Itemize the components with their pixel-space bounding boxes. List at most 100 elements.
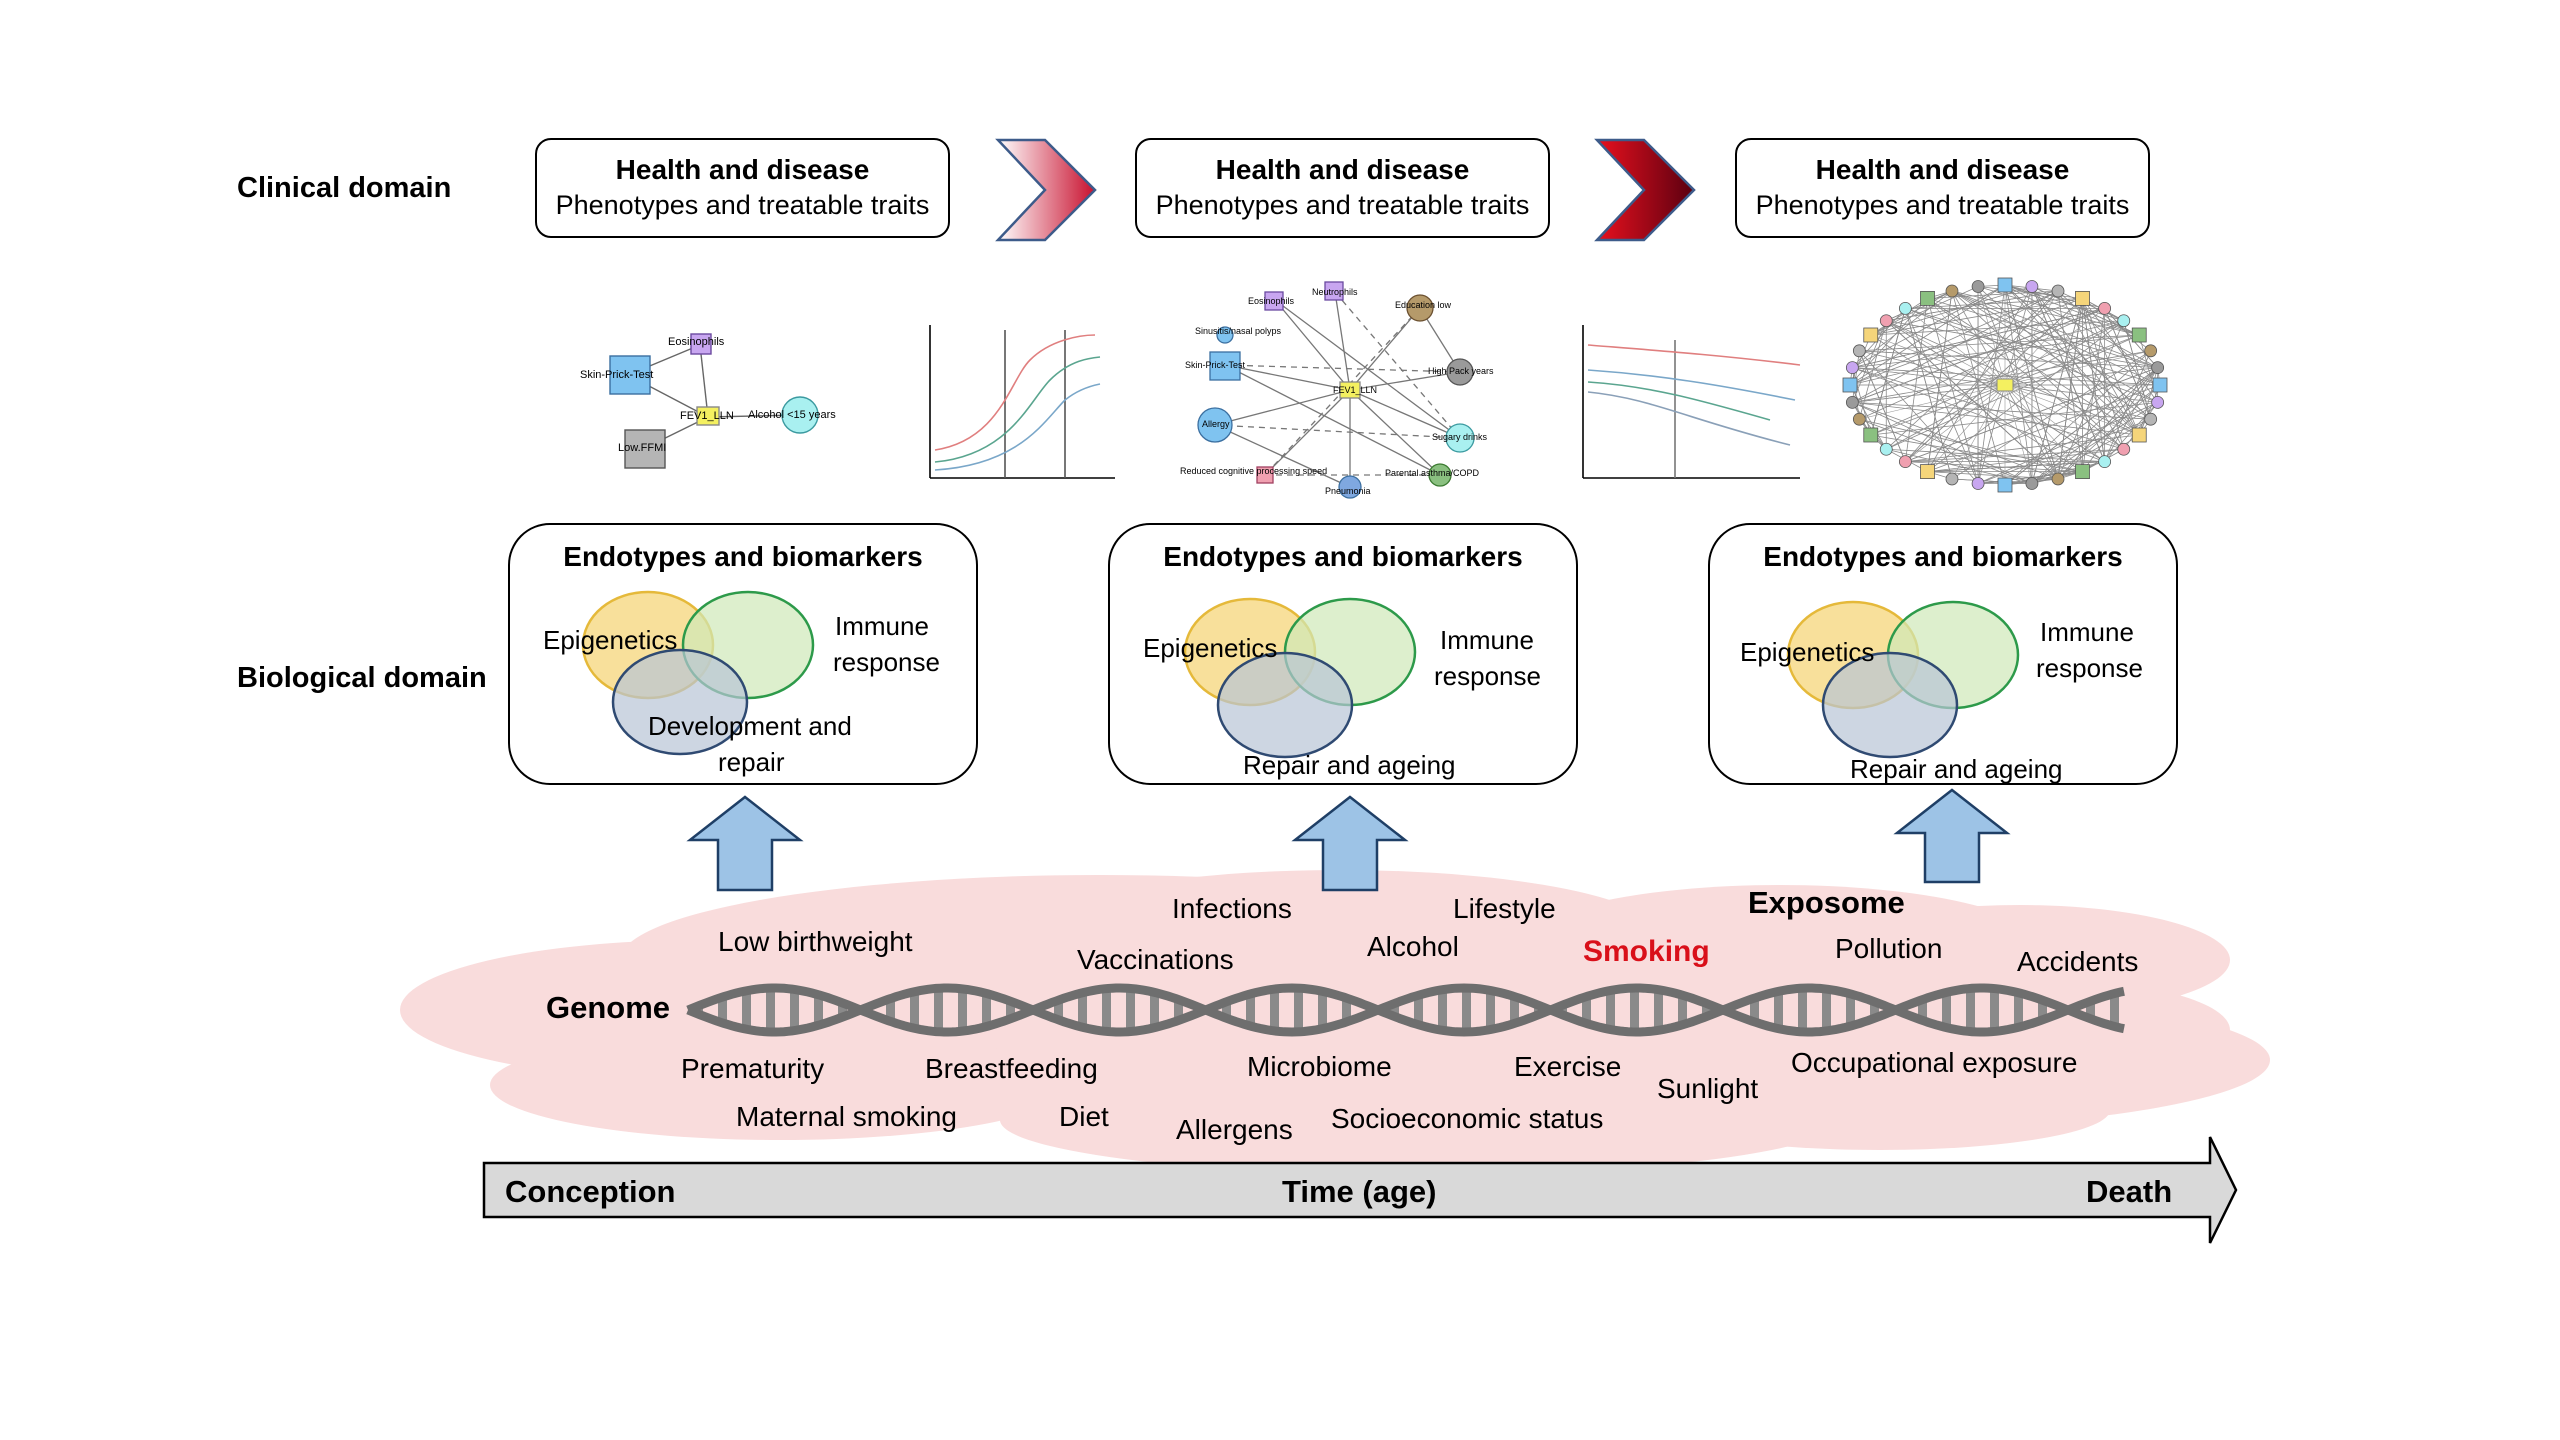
endotype-box-title: Endotypes and biomarkers (563, 541, 923, 572)
network-edge (2004, 367, 2158, 386)
network-node-label: High Pack years (1428, 366, 1494, 376)
exposure-label: Accidents (2017, 946, 2139, 977)
network-edge (2082, 298, 2140, 436)
network-node (2025, 280, 2039, 293)
network-edge (1851, 320, 1887, 403)
venn-label-immune: response (2036, 653, 2143, 683)
dna-rung (1942, 992, 1951, 1028)
network-node-label: Skin-Prick-Test (1185, 360, 1246, 370)
network-edge (2004, 384, 2033, 484)
exposure-label: Exercise (1514, 1051, 1622, 1082)
network-node (1920, 464, 1935, 480)
network-edge (1849, 290, 2059, 386)
dna-rung (718, 997, 727, 1023)
network-edge (1849, 334, 1872, 386)
venn-diagram (1183, 597, 1417, 759)
dna-rung (1918, 999, 1927, 1021)
endotype-box-title: Endotypes and biomarkers (1763, 541, 2123, 572)
network-edge (2057, 290, 2124, 322)
network-edge (1886, 384, 2006, 450)
dna-rung (1414, 995, 1423, 1025)
dna-rung (910, 991, 919, 1029)
venn-label-immune: response (1434, 661, 1541, 691)
network-edge (1886, 334, 2140, 450)
network-node-label: Neutrophils (1312, 287, 1358, 297)
network-node (2098, 455, 2112, 469)
exposome-cloud (400, 870, 2270, 1175)
dna-rung (1054, 1000, 1063, 1020)
clinical-box-title: Health and disease (615, 154, 870, 185)
dna-rung (742, 990, 751, 1030)
dna-rung (1654, 989, 1663, 1031)
network-node (1971, 477, 1985, 490)
network-edge (1852, 401, 2151, 420)
network-node-label: Allergy (1202, 419, 1230, 429)
network-node (2051, 284, 2065, 298)
venn-label-repair: Development and (648, 711, 852, 741)
timeline-end-label: Death (2086, 1174, 2173, 1209)
network-edge (1852, 367, 2006, 386)
dna-rung (1990, 988, 1999, 1032)
network-node (1863, 327, 1879, 343)
clinical-phenotype-box: Health and disease Phenotypes and treata… (1735, 138, 2150, 238)
network-node-label: Sinusitis/nasal polyps (1195, 326, 1282, 336)
network-edge (2004, 384, 2105, 462)
network-node (2075, 290, 2090, 306)
venn-label-epigenetics: Epigenetics (1740, 637, 1875, 667)
clinical-box-subtitle: Phenotypes and treatable traits (1155, 190, 1530, 220)
network-node (1863, 427, 1879, 443)
network-edge (2004, 471, 2083, 486)
network-node (1898, 301, 1912, 315)
network-edge (1852, 367, 2161, 386)
exposure-label: Infections (1172, 893, 1292, 924)
network-node (1945, 284, 1959, 298)
endotype-box: Endotypes and biomarkers Epigenetics Imm… (1708, 523, 2178, 785)
network-node (2152, 377, 2168, 393)
network-edge (1905, 384, 2006, 462)
dna-rung (2086, 1001, 2095, 1019)
endotype-box: Endotypes and biomarkers Epigenetics Imm… (508, 523, 978, 785)
network-edge (1927, 298, 2140, 436)
dna-helix-icon (686, 983, 2125, 1037)
network-edge (2004, 384, 2140, 436)
dna-rung (1750, 998, 1759, 1022)
network-node (1996, 378, 2014, 392)
dna-rung (1222, 1001, 1231, 1019)
network-node (1852, 344, 1866, 358)
network-node-label: Sugary drinks (1432, 432, 1488, 442)
dna-rung (1678, 995, 1687, 1025)
network-node (1852, 412, 1866, 426)
network-node (2151, 395, 2165, 409)
network-node-label: Low.FFMI (618, 442, 667, 454)
exposure-label: Diet (1059, 1101, 1109, 1132)
dna-rung (934, 988, 943, 1032)
dna-rung (1270, 989, 1279, 1031)
exposure-label: Sunlight (1657, 1073, 1759, 1104)
dna-rung (1102, 988, 1111, 1032)
network-node (1879, 314, 1893, 328)
network-edge (2004, 384, 2124, 450)
network-node (2131, 427, 2147, 443)
network-edge (1885, 320, 2059, 480)
network-edge (2031, 286, 2140, 436)
dna-rung (1486, 990, 1495, 1030)
venn-label-repair: Repair and ageing (1850, 754, 2063, 784)
dna-rung (766, 988, 775, 1032)
dna-rung (838, 1002, 847, 1018)
dna-rung (1846, 993, 1855, 1027)
dna-rung (1006, 1001, 1015, 1019)
network-node-label: Reduced cognitive processing speed (1180, 466, 1328, 476)
dna-rung (1798, 988, 1807, 1032)
network-node (1997, 477, 2013, 493)
timeline-arrow (482, 1136, 2238, 1244)
network-edge (1905, 298, 2083, 462)
network-node (1920, 290, 1935, 306)
network-node (1842, 377, 1858, 393)
network-edge (2004, 320, 2124, 386)
dna-rung (1294, 988, 1303, 1032)
network-node (2151, 361, 2165, 375)
exposure-label: Prematurity (681, 1053, 825, 1084)
network-node (2144, 344, 2158, 358)
network-edge (1870, 334, 2006, 386)
